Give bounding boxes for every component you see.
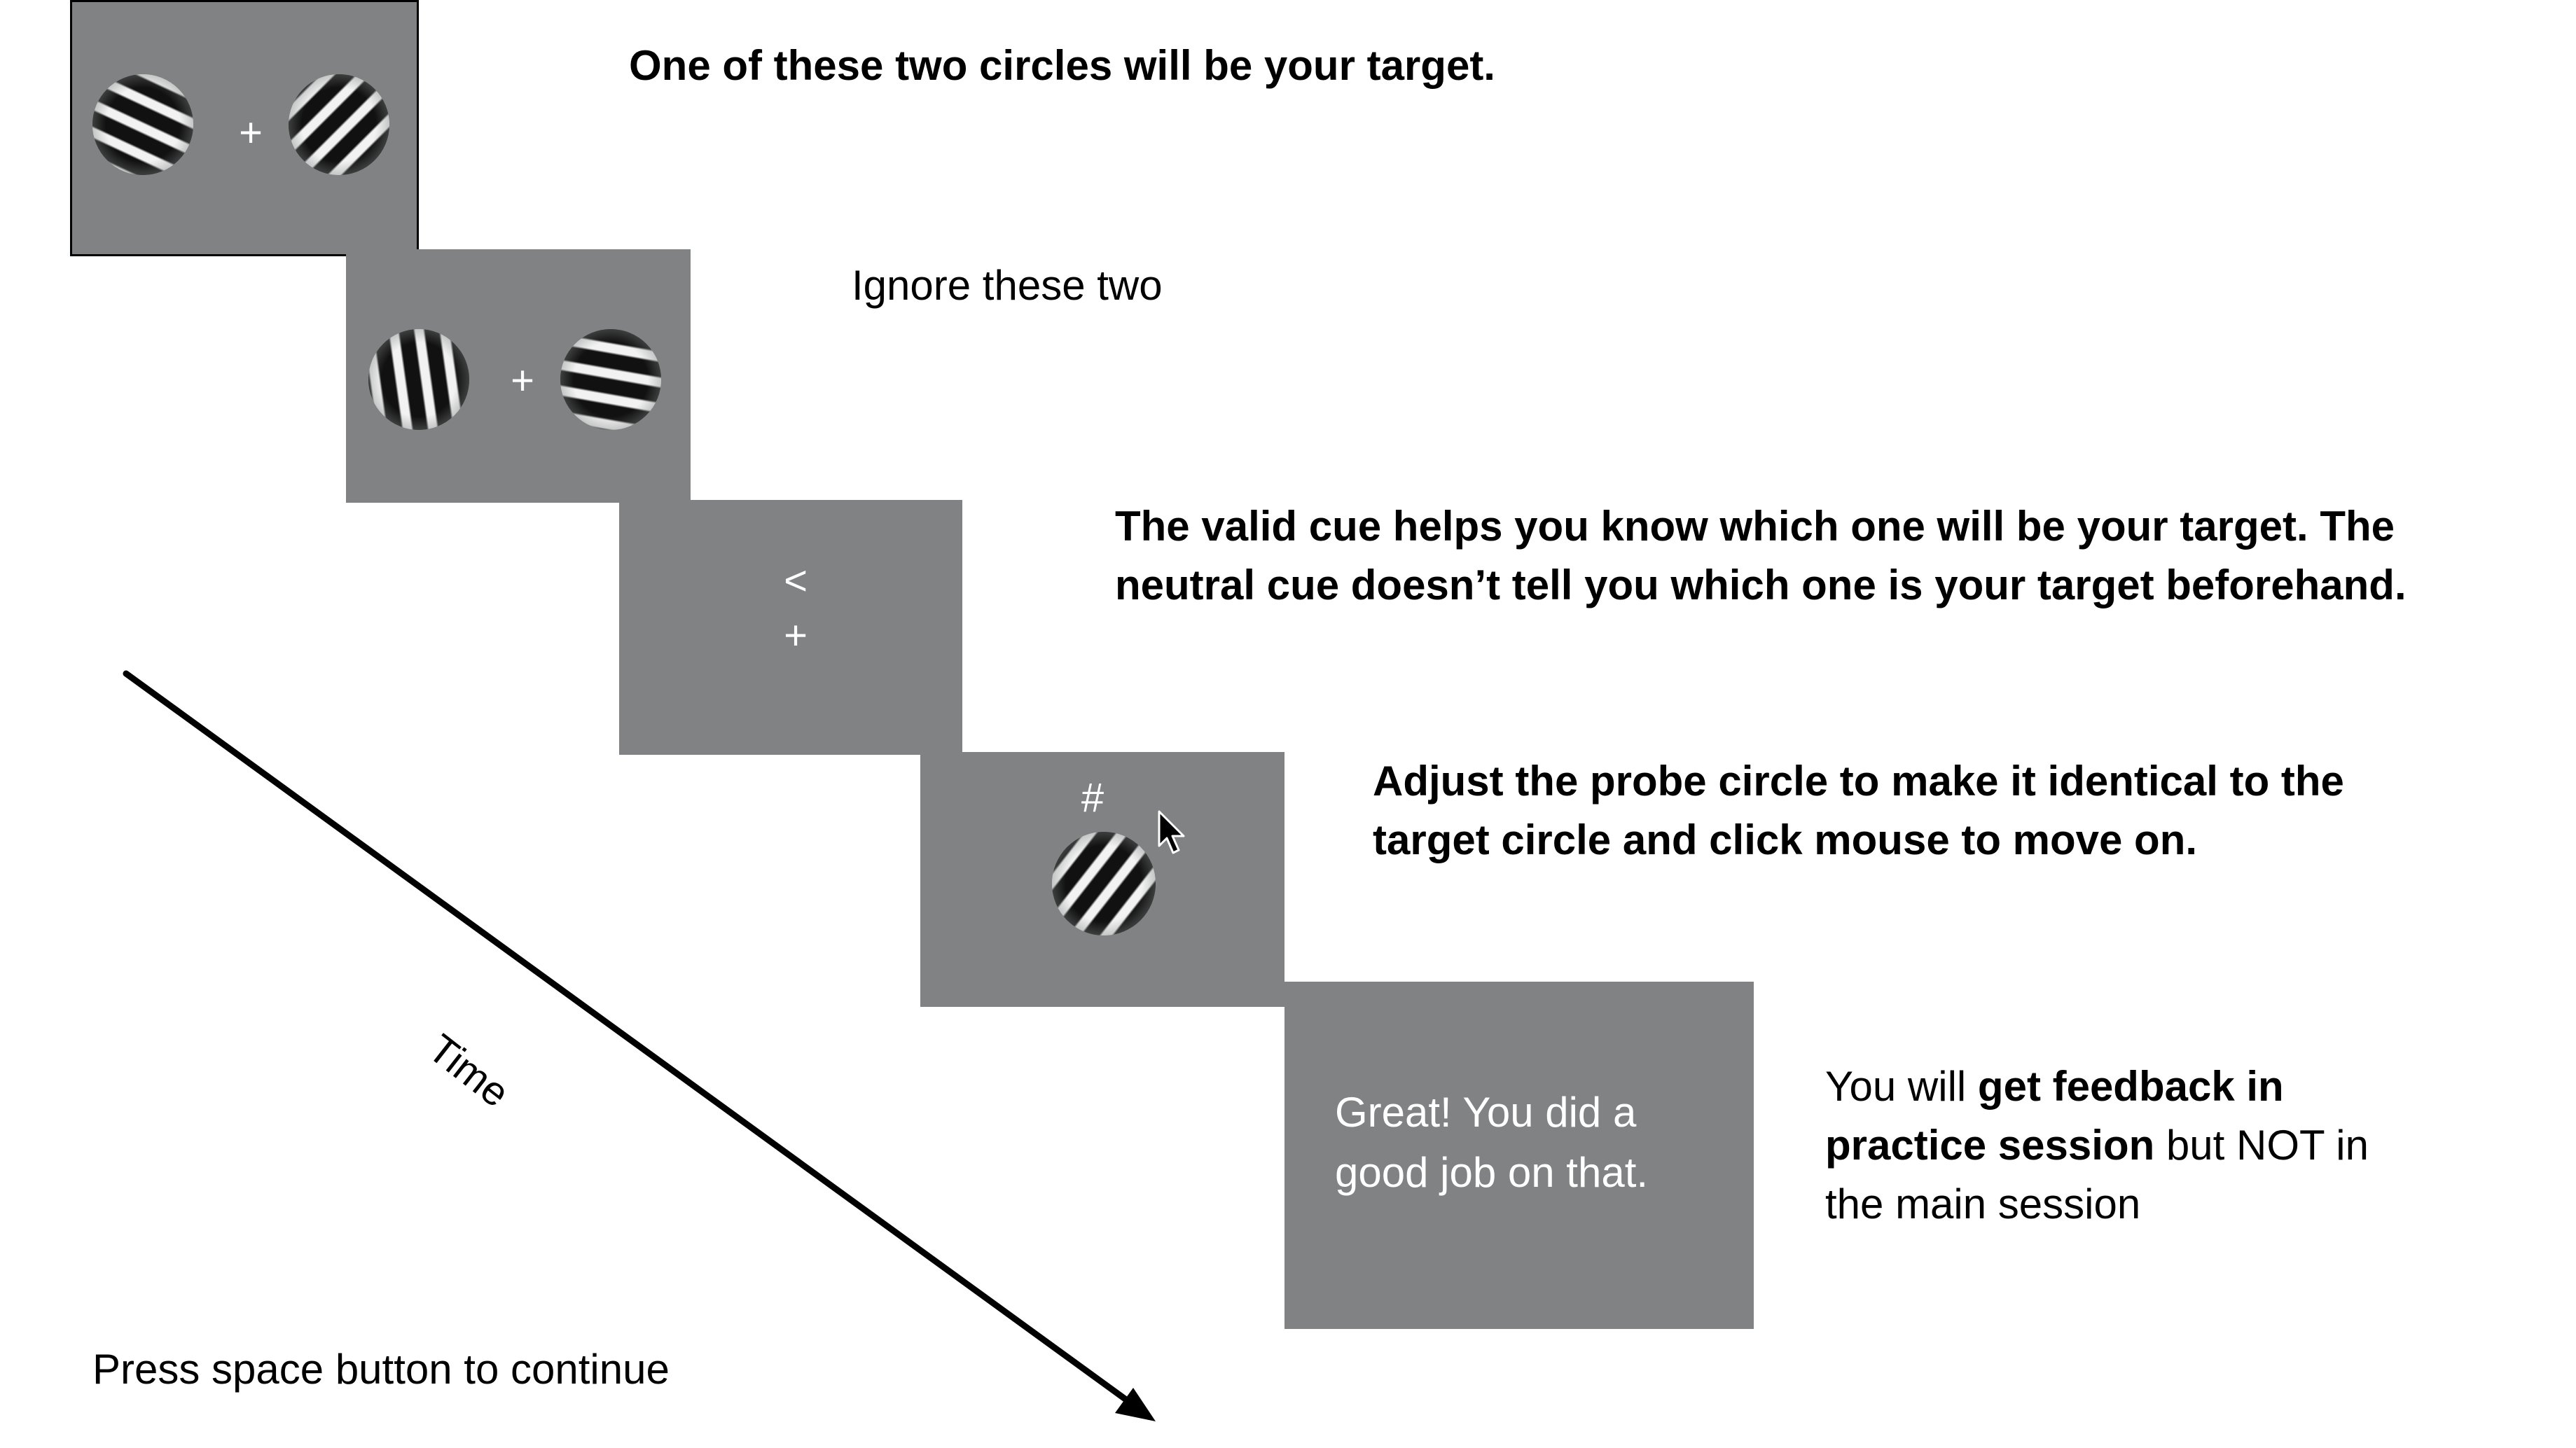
probe-circle (1052, 832, 1156, 935)
caption-emphasis: get feedback in (1977, 1063, 2284, 1110)
frame-1-screen: + (70, 0, 419, 256)
feedback-message-line-1: Great! You did a (1335, 1089, 1637, 1136)
frame-3-caption: The valid cue helps you know which one w… (1115, 497, 2407, 615)
frame-5-caption: You will get feedback in practice sessio… (1825, 1057, 2369, 1234)
frame-5-screen: Great! You did a good job on that. (1284, 982, 1754, 1329)
frame-1-caption: One of these two circles will be your ta… (629, 42, 1495, 89)
frame-3-screen: < + (619, 500, 962, 755)
frame-2-screen: + (346, 249, 691, 503)
frame-2-caption: Ignore these two (852, 262, 1163, 309)
caption-text: but NOT in (2154, 1122, 2369, 1169)
frame-3-caption-line-1: The valid cue helps you know which one w… (1115, 503, 2395, 550)
cue-arrow: < (784, 558, 808, 604)
grating-right-circle (560, 329, 661, 430)
frame-5-caption-line-1: You will get feedback in (1825, 1057, 2369, 1116)
mouse-pointer-icon (1158, 810, 1185, 854)
caption-emphasis: practice session (1825, 1122, 2155, 1169)
frame-5-caption-line-3: the main session (1825, 1181, 2141, 1227)
frame-4-caption-line-2: target circle and click mouse to move on… (1373, 816, 2198, 863)
grating-left-circle (368, 329, 469, 430)
fixation-cross: + (784, 613, 808, 658)
frame-4-caption: Adjust the probe circle to make it ident… (1373, 752, 2344, 870)
caption-text: You will (1825, 1063, 1978, 1110)
fixation-cross: + (511, 358, 534, 403)
grating-right-circle (289, 74, 389, 175)
frame-3-caption-line-2: neutral cue doesn’t tell you which one i… (1115, 562, 2407, 608)
fixation-cross: + (239, 110, 263, 155)
neutral-cue: # (1081, 775, 1105, 821)
continue-instruction: Press space button to continue (92, 1346, 670, 1393)
grating-left-circle (92, 74, 193, 175)
frame-4-caption-line-1: Adjust the probe circle to make it ident… (1373, 758, 2344, 805)
frame-4-screen: # (920, 752, 1284, 1007)
feedback-message: Great! You did a good job on that. (1335, 1082, 1648, 1203)
frame-5-caption-line-2: practice session but NOT in (1825, 1116, 2369, 1175)
feedback-message-line-2: good job on that. (1335, 1149, 1649, 1196)
